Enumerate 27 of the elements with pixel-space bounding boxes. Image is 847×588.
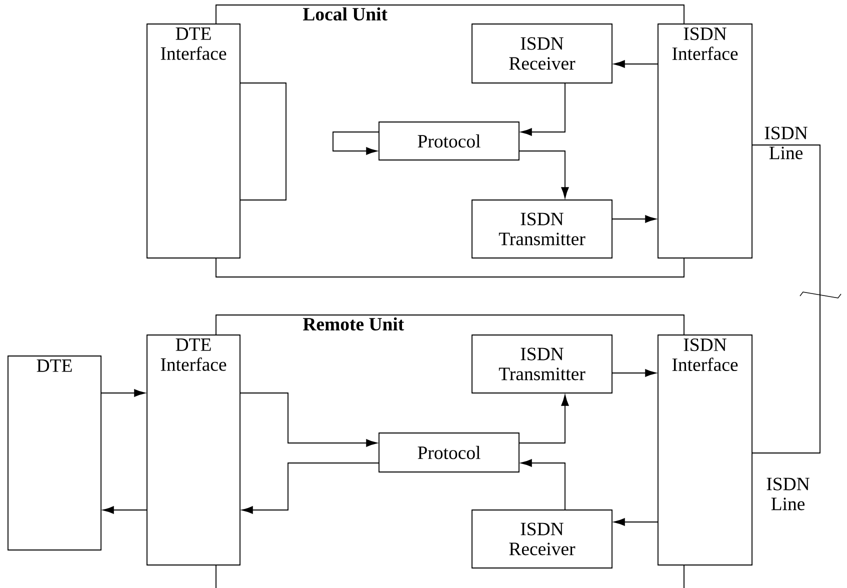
arrow [520, 459, 566, 510]
block-box: ISDN Interface [658, 24, 752, 258]
block-box: ISDN Receiver [472, 510, 612, 568]
arrow [332, 132, 380, 155]
arrow [518, 394, 569, 444]
block-box: DTE [8, 356, 102, 550]
block-box: Protocol [378, 432, 520, 472]
arrow [100, 389, 146, 397]
arrow [614, 60, 658, 68]
block-box: ISDN Interface [658, 334, 752, 566]
arrow [612, 215, 656, 223]
block-box: ISDN Receiver [472, 24, 612, 84]
block-box: Protocol [378, 122, 520, 160]
block-box: ISDN Transmitter [472, 334, 612, 394]
block-box: DTE Interface [146, 334, 240, 566]
connector-line [240, 82, 286, 200]
arrow [242, 462, 380, 514]
block-box: DTE Interface [146, 24, 240, 258]
arrow [240, 392, 378, 447]
arrow [612, 369, 656, 377]
arrow [518, 150, 569, 198]
line-connector [752, 144, 820, 454]
arrow [520, 82, 566, 136]
arrow [102, 506, 148, 514]
line-label: ISDN Line [764, 126, 808, 160]
arrow [614, 518, 658, 526]
block-box: ISDN Transmitter [472, 200, 612, 258]
